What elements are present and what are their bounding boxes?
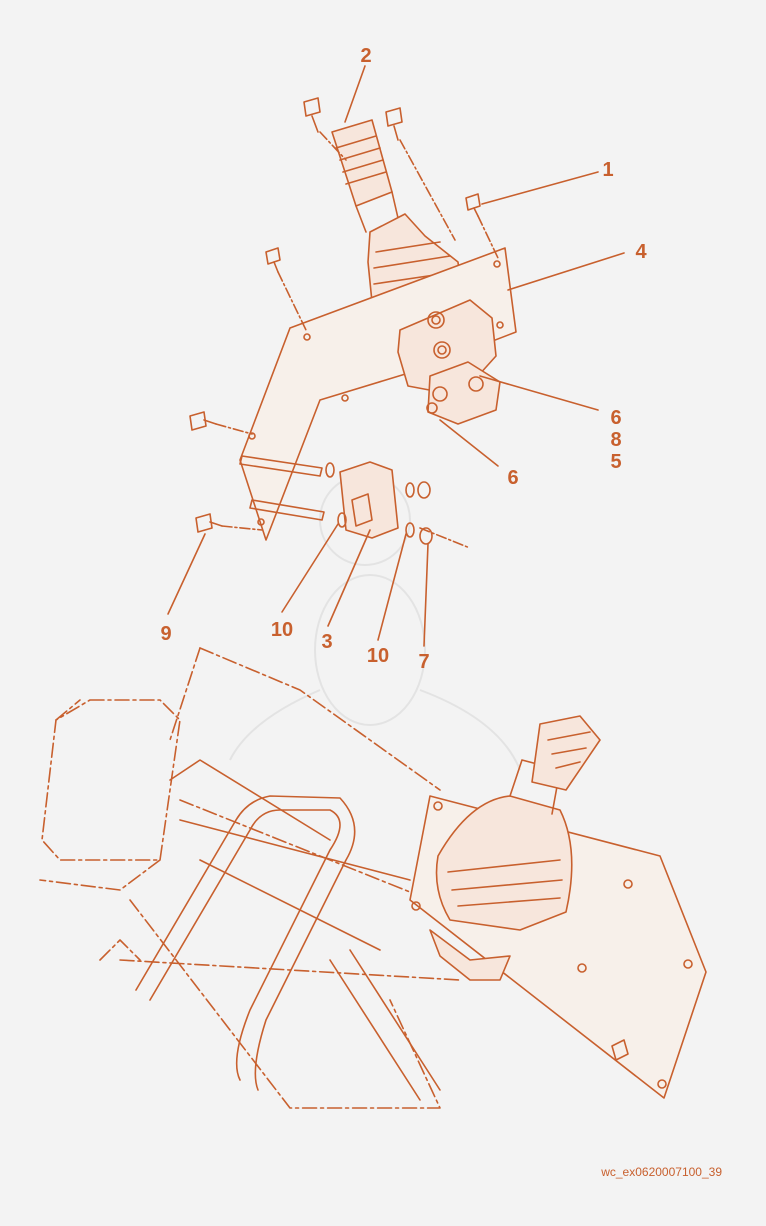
- callout-9: 9: [160, 623, 171, 645]
- callout-1: 1: [602, 159, 613, 181]
- joystick-grip: [331, 119, 399, 233]
- console-phantom: [39, 647, 461, 1109]
- bolts: [239, 455, 325, 521]
- callout-6-lower: 6: [507, 467, 518, 489]
- drawing-id: wc_ex0620007100_39: [600, 1165, 722, 1179]
- callout-10: 10: [271, 619, 293, 641]
- callout-10-lower: 10: [367, 645, 389, 667]
- callout-4: 4: [635, 241, 647, 263]
- callout-8: 8: [610, 429, 621, 451]
- callout-5: 5: [610, 451, 621, 473]
- callout-6: 6: [610, 407, 621, 429]
- callout-7: 7: [418, 651, 429, 673]
- spacer-block: [339, 461, 399, 539]
- screws: [189, 97, 481, 533]
- center-lines: [215, 131, 499, 549]
- callout-labels: 2 1 4 6 8 5 6 9 10 3 10 7: [160, 45, 647, 673]
- washers-nuts: [325, 462, 433, 545]
- callout-3: 3: [321, 631, 332, 653]
- tubular-frame: [135, 759, 441, 1101]
- callout-2: 2: [360, 45, 371, 67]
- installed-joystick: [429, 715, 601, 981]
- valve-block: [397, 299, 501, 425]
- leader-lines: [167, 65, 625, 647]
